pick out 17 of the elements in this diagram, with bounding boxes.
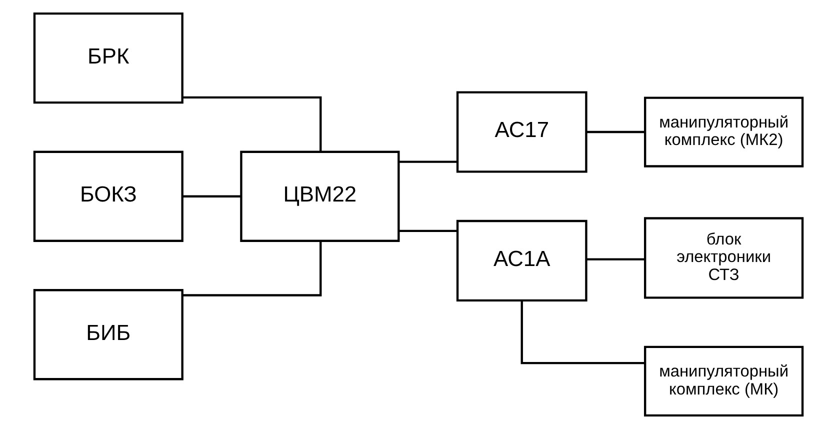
node-box: АС17 [456, 91, 588, 173]
node-box: манипуляторный комплекс (МК) [644, 346, 804, 416]
connector [586, 130, 645, 134]
connector [182, 195, 241, 198]
connector [399, 160, 458, 163]
node-box: АС1А [456, 220, 588, 302]
node-box: БОКЗ [33, 150, 184, 242]
node-box: БИБ [33, 289, 184, 380]
connector [399, 230, 458, 232]
connector [182, 241, 322, 296]
connector [182, 96, 322, 152]
connector [586, 258, 645, 260]
node-box: БРК [33, 12, 184, 104]
node-box: манипуляторный комплекс (МК2) [644, 96, 804, 168]
connector [520, 300, 645, 364]
node-box: блок электроники СТЗ [644, 217, 804, 299]
node-box: ЦВМ22 [240, 150, 400, 242]
